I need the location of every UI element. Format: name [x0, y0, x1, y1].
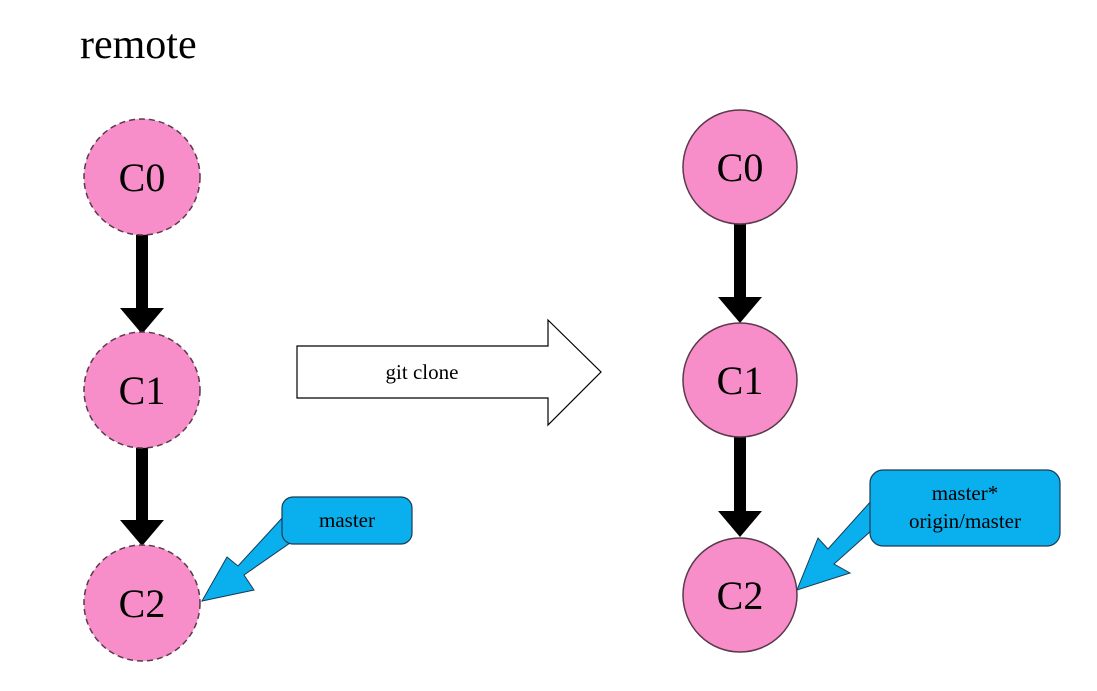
branch-pointer-arrow-icon	[796, 498, 873, 591]
local-edge-c0-c1	[718, 221, 762, 323]
local-commit-c1: C1	[682, 322, 798, 438]
remote-repo: C0 C1 C2 master	[83, 118, 413, 662]
commit-label: C2	[717, 573, 764, 618]
remote-branch-pointer: master	[201, 496, 413, 602]
remote-edge-c0-c1	[120, 232, 164, 334]
remote-edge-c1-c2	[120, 444, 164, 546]
commit-label: C1	[717, 358, 764, 403]
block-arrow-icon	[296, 318, 602, 427]
branch-label-master-star: master*	[932, 481, 998, 505]
branch-label-master: master	[319, 508, 375, 532]
branch-label-box	[281, 496, 413, 545]
local-commit-c0: C0	[682, 109, 798, 225]
commit-label: C0	[119, 155, 166, 200]
local-edge-c1-c2	[718, 434, 762, 537]
local-commit-c2: C2	[682, 537, 798, 653]
commit-label: C1	[119, 368, 166, 413]
branch-label-origin-master: origin/master	[909, 509, 1021, 533]
local-repo: C0 C1 C2 master* origin/master	[682, 109, 1061, 653]
remote-commit-c1: C1	[83, 331, 201, 449]
branch-label-box	[869, 469, 1061, 547]
git-clone-action: git clone	[296, 318, 602, 427]
commit-label: C0	[717, 145, 764, 190]
remote-commit-c0: C0	[83, 118, 201, 236]
local-branch-pointer: master* origin/master	[796, 469, 1061, 591]
action-label: git clone	[386, 360, 459, 384]
remote-commit-c2: C2	[83, 544, 201, 662]
diagram-title: remote	[80, 22, 197, 68]
commit-label: C2	[119, 581, 166, 626]
